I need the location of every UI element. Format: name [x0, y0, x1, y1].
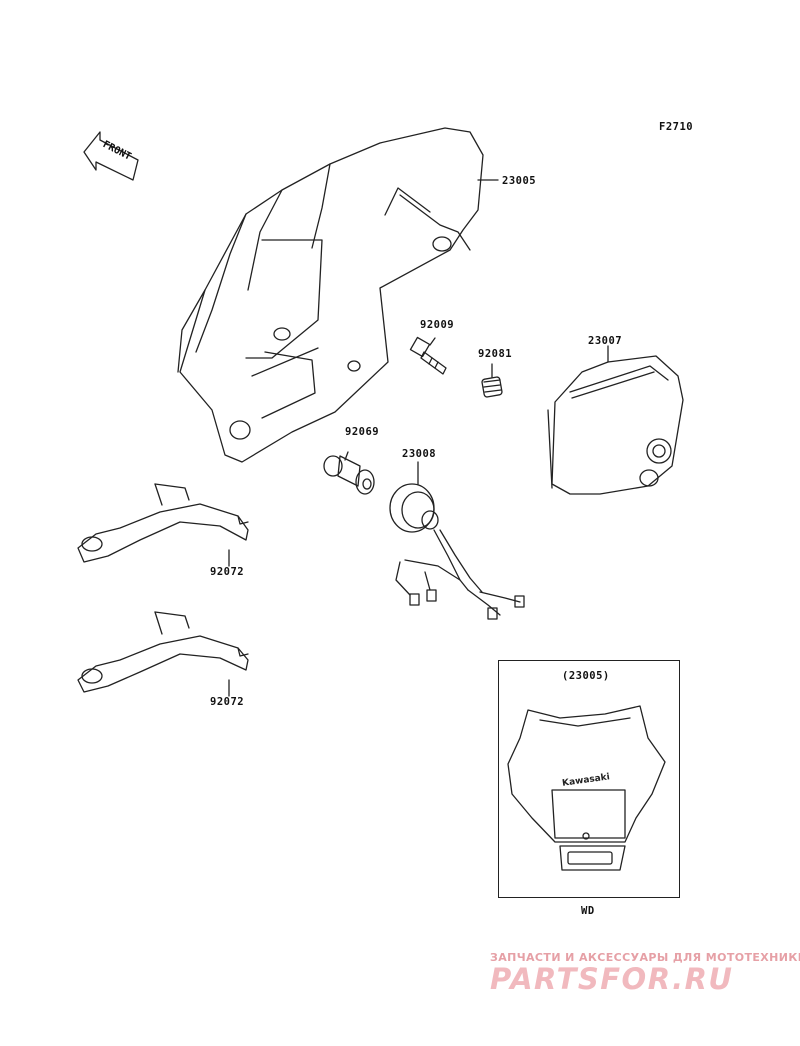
- part-label-23008: 23008: [402, 448, 437, 460]
- part-label-92009: 92009: [420, 319, 455, 331]
- part-label-92081: 92081: [478, 348, 513, 360]
- watermark-tagline: ЗАПЧАСТИ И АКСЕССУАРЫ ДЛЯ МОТОТЕХНИКИ: [490, 951, 800, 964]
- part-label-92072-upper: 92072: [210, 566, 245, 578]
- part-label-92072-lower: 92072: [210, 696, 245, 708]
- spring-part: [481, 363, 503, 398]
- part-label-23005: 23005: [502, 175, 537, 187]
- bracket-part-lower: [77, 611, 249, 697]
- inset-ref-label: (23005): [562, 670, 610, 682]
- socket-harness-part: [389, 461, 525, 620]
- inset-frame: [498, 660, 680, 898]
- headlight-unit-part: [547, 345, 684, 495]
- bolt-part: [409, 336, 447, 375]
- bulb-part: [323, 451, 375, 495]
- part-label-92069: 92069: [345, 426, 380, 438]
- figure-code-label: F2710: [659, 121, 694, 133]
- part-label-23007: 23007: [588, 335, 623, 347]
- bracket-part-upper: [77, 483, 249, 567]
- headlight-mask-part: [177, 127, 499, 463]
- front-arrow-icon: FRONT: [83, 131, 139, 181]
- inset-variant-label: WD: [581, 905, 595, 917]
- watermark-logo: PARTSFOR.RU: [490, 962, 734, 996]
